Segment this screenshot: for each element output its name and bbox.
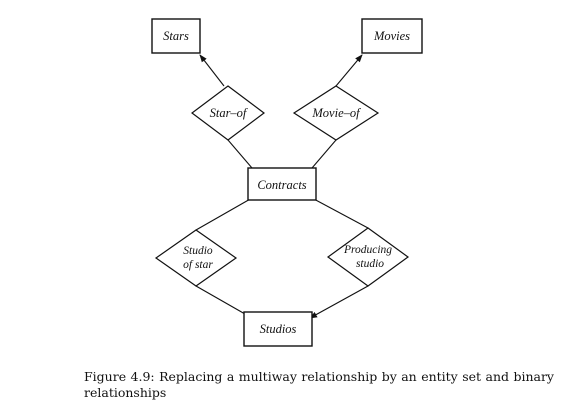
entity-movies: Movies (361, 18, 423, 54)
producing-studio-to-studios-arrow (309, 285, 369, 319)
relationship-movie-of-label: Movie–of (311, 106, 361, 120)
star-of-to-stars-arrow (199, 54, 225, 87)
relationship-producing-studio: Producing studio (326, 227, 410, 287)
movie-of-to-movies-arrow (335, 54, 363, 87)
entity-contracts: Contracts (247, 167, 317, 201)
contracts-to-producing-studio-line (311, 197, 369, 229)
connectors (195, 54, 369, 319)
entity-studios: Studios (243, 311, 313, 347)
entity-stars-label: Stars (163, 29, 189, 43)
figure-caption-line-1: Figure 4.9: Replacing a multiway relatio… (84, 369, 554, 384)
relationship-studio-of-star-label-line1: Studio (183, 245, 213, 257)
relationship-studio-of-star: Studio of star (154, 229, 238, 287)
contracts-to-star-of-line (227, 139, 253, 169)
relationship-star-of: Star–of (191, 85, 265, 141)
figure-caption: Figure 4.9: Replacing a multiway relatio… (84, 369, 554, 401)
relationship-star-of-label: Star–of (210, 106, 248, 120)
er-diagram: Stars Movies Contracts Studios Star–of M… (151, 18, 423, 347)
figure-caption-line-2: relationships (84, 385, 167, 400)
relationship-producing-studio-label-line1: Producing (343, 244, 392, 256)
relationship-producing-studio-label-line2: studio (356, 258, 384, 270)
studio-of-star-to-studios-arrow (195, 285, 253, 319)
entity-stars: Stars (151, 18, 201, 54)
contracts-to-movie-of-line (311, 139, 337, 169)
relationship-movie-of: Movie–of (292, 85, 380, 141)
entity-contracts-label: Contracts (257, 178, 306, 192)
relationship-studio-of-star-label-line2: of star (183, 259, 213, 271)
entity-movies-label: Movies (373, 29, 410, 43)
contracts-to-studio-of-star-line (195, 197, 253, 231)
entity-studios-label: Studios (260, 322, 297, 336)
